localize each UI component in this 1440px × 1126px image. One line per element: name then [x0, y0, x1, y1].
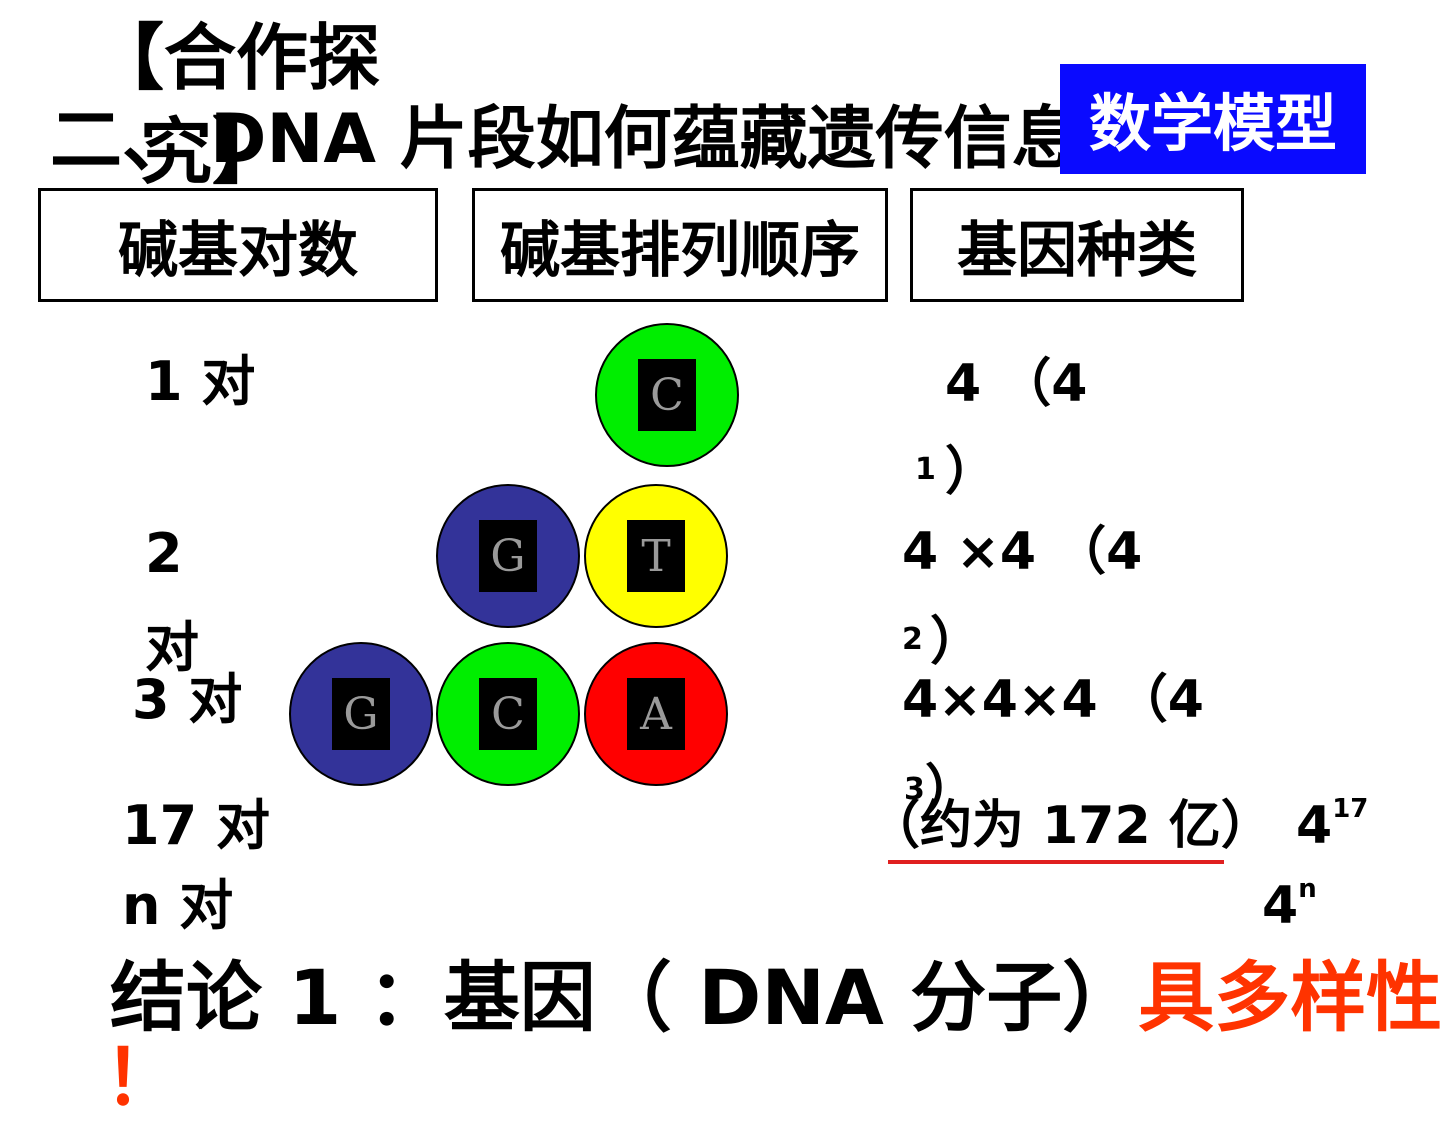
- row3-kinds-exp: 3: [904, 772, 925, 807]
- rown-kinds-exp: n: [1298, 874, 1317, 904]
- math-model-badge: 数学模型: [1060, 64, 1366, 174]
- row2-kinds-exp: 2: [902, 622, 923, 657]
- row1-pairs: 1 对: [145, 350, 256, 413]
- conclusion: 结论 1 ：基因（ DNA 分子）具多样性: [110, 950, 1440, 1046]
- base-letter: T: [627, 520, 685, 592]
- header-base-sequence: 碱基排列顺序: [472, 188, 888, 302]
- base-letter: C: [638, 359, 696, 431]
- header-base-pair-count: 碱基对数: [38, 188, 438, 302]
- row17-kinds-exp: 17: [1332, 794, 1369, 824]
- row1-kinds-close: ）: [945, 442, 998, 502]
- conclusion-prefix: 结论 1 ：基因（ DNA 分子）: [110, 953, 1139, 1042]
- base-circle-g-row2: G: [436, 484, 580, 628]
- row3-kinds: 4×4×4 （4: [902, 670, 1204, 730]
- base-circle-c-row3: C: [436, 642, 580, 786]
- base-letter: G: [332, 678, 390, 750]
- row17-kinds: 417: [1296, 794, 1368, 867]
- rown-kinds: 4n: [1262, 874, 1317, 947]
- row17-note-underline: [888, 860, 1224, 864]
- title-bracket-line2: 究】: [140, 110, 285, 194]
- title-prefix: 二、: [50, 98, 195, 182]
- row2-kinds-close: ）: [930, 612, 983, 672]
- row2-kinds: 4 ×4 （4: [902, 522, 1143, 582]
- row2-pairs-line1: 2: [145, 522, 183, 585]
- row2-pairs-line2: 对: [145, 616, 199, 679]
- row17-note: （约为 172 亿）: [868, 796, 1273, 856]
- base-circle-a-row3: A: [584, 642, 728, 786]
- conclusion-highlight: 具多样性: [1138, 953, 1440, 1042]
- base-circle-g-row3: G: [289, 642, 433, 786]
- conclusion-tail: ！: [104, 1033, 180, 1122]
- row17-kinds-base: 4: [1296, 796, 1333, 856]
- rown-kinds-base: 4: [1262, 876, 1299, 936]
- title-bracket-line1: 【合作探: [92, 16, 381, 100]
- row3-kinds-close: ）: [925, 760, 978, 820]
- row1-kinds-exp: 1: [915, 452, 936, 487]
- base-circle-t-row2: T: [584, 484, 728, 628]
- base-letter: A: [627, 678, 685, 750]
- base-letter: G: [479, 520, 537, 592]
- page-title: DNA 片段如何蕴藏遗传信息: [210, 100, 1080, 179]
- row1-kinds: 4 （4: [945, 354, 1088, 414]
- base-letter: C: [479, 678, 537, 750]
- header-gene-kinds: 基因种类: [910, 188, 1244, 302]
- row3-pairs: 3 对: [132, 668, 243, 731]
- rown-pairs: n 对: [122, 874, 234, 937]
- base-circle-c-row1: C: [595, 323, 739, 467]
- row17-pairs: 17 对: [122, 794, 270, 857]
